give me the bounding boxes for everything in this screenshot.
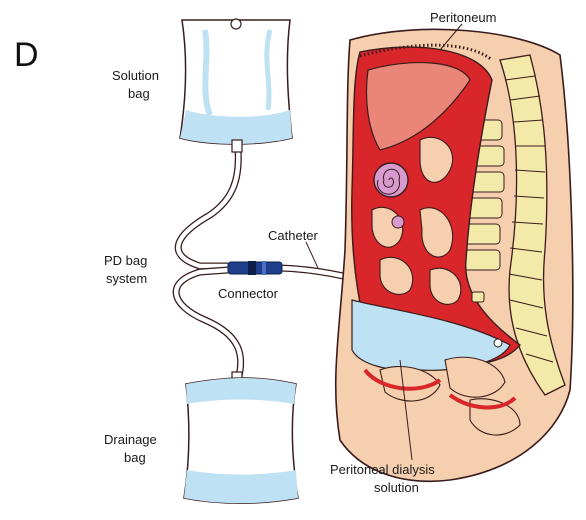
- panel-letter: D: [14, 36, 39, 74]
- drainage-bag-label-line1: Drainage: [104, 432, 157, 447]
- dialysis-solution-label-line1: Peritoneal dialysis: [330, 462, 435, 477]
- solution-bag: [180, 19, 292, 152]
- drainage-bag: [184, 372, 298, 503]
- solution-bag-label-line1: Solution: [112, 68, 159, 83]
- solution-bag-label-line2: bag: [128, 86, 150, 101]
- drainage-bag-label-line2: bag: [124, 450, 146, 465]
- abdomen-cross-section: [336, 29, 573, 481]
- peritoneum-label: Peritoneum: [430, 10, 496, 25]
- pd-bag-label-line2: system: [106, 271, 147, 286]
- connector-label: Connector: [218, 286, 279, 301]
- dialysis-solution-label-line2: solution: [374, 480, 419, 495]
- connector-device: [228, 261, 282, 275]
- spiral-organ: [374, 163, 408, 197]
- catheter-label: Catheter: [268, 228, 319, 243]
- pd-bag-label-line1: PD bag: [104, 253, 147, 268]
